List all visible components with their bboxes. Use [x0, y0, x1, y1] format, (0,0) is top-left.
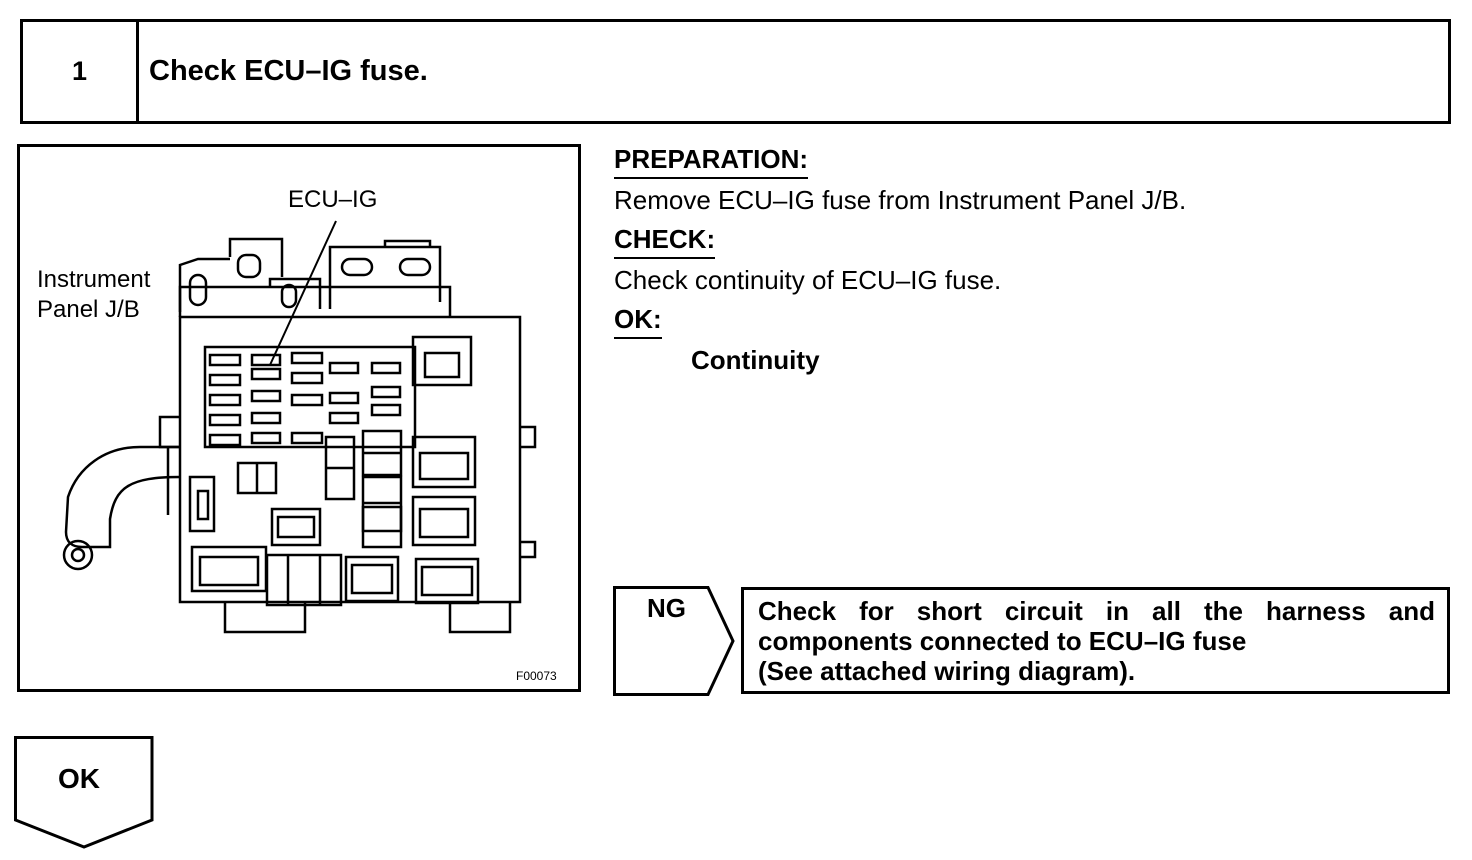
procedure-section: PREPARATION: Remove ECU–IG fuse from Ins… [614, 140, 1454, 380]
ng-text-line2: components connected to ECU–IG fuse [758, 626, 1247, 656]
ng-text-line3: (See attached wiring diagram). [758, 656, 1136, 686]
step-title: Check ECU–IG fuse. [149, 55, 428, 87]
ng-arrow-tag [613, 586, 735, 696]
preparation-text: Remove ECU–IG fuse from Instrument Panel… [614, 185, 1187, 215]
check-heading: CHECK: [614, 221, 716, 259]
ok-heading: OK: [614, 301, 662, 339]
step-header: 1 Check ECU–IG fuse. [20, 19, 1451, 124]
panel-label-line1: Instrument [37, 266, 151, 293]
check-text: Check continuity of ECU–IG fuse. [614, 265, 1002, 295]
ng-label: NG [647, 593, 686, 623]
ng-text-line1: Check for short circuit in all the harne… [758, 596, 1435, 626]
ng-action-box: Check for short circuit in all the harne… [741, 587, 1450, 694]
ok-arrow-tag [14, 736, 154, 849]
preparation-heading: PREPARATION: [614, 141, 809, 179]
panel-label: Instrument Panel J/B [37, 265, 150, 325]
step-number: 1 [23, 22, 139, 121]
junction-block-illustration: ECU–IG Instrument Panel J/B F00073 [17, 144, 581, 692]
junction-block-drawing [62, 220, 537, 634]
ok-label: OK [58, 763, 100, 794]
panel-label-line2: Panel J/B [37, 296, 140, 323]
fuse-label: ECU–IG [288, 186, 378, 213]
figure-code: F00073 [516, 669, 557, 683]
ok-value: Continuity [691, 344, 820, 375]
